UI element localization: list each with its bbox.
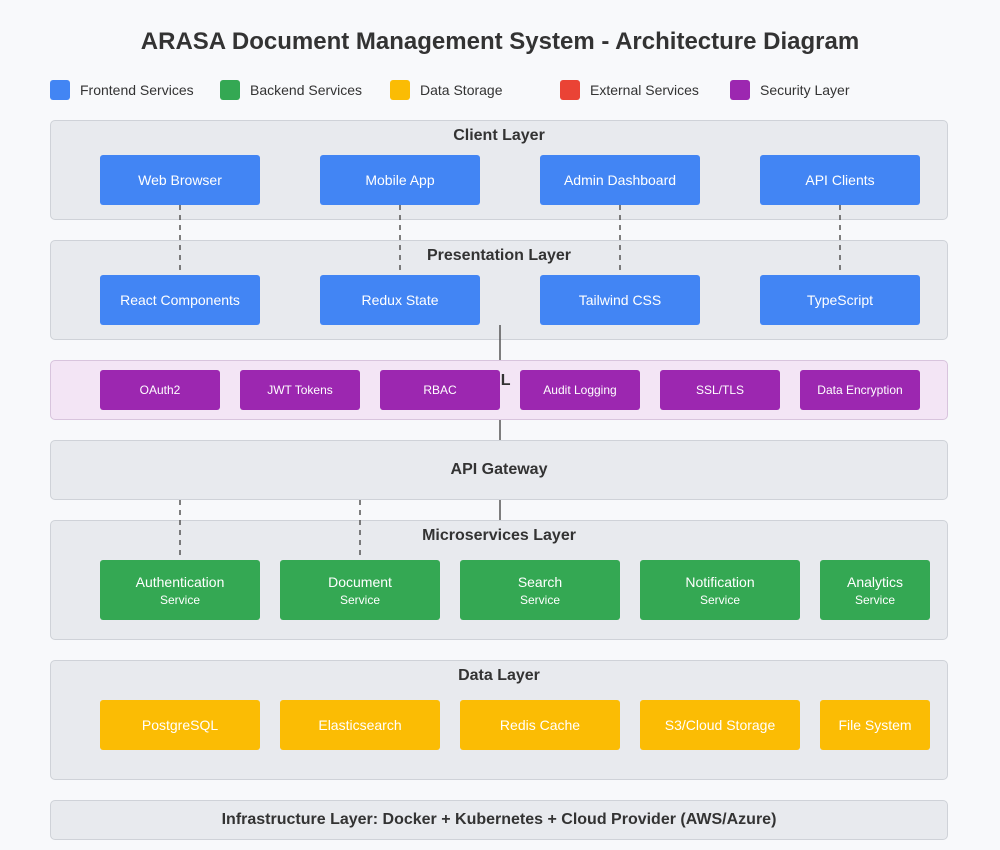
legend-swatch-frontend — [50, 80, 70, 100]
admin-dashboard-node: Admin Dashboard — [540, 155, 700, 205]
service-subtitle: Service — [339, 592, 380, 607]
jwt-tokens-node: JWT Tokens — [240, 370, 360, 410]
search-service-node: Search Service — [460, 560, 620, 620]
service-name: Analytics — [846, 573, 904, 590]
tailwind-css-node: Tailwind CSS — [540, 275, 700, 325]
redux-state-node: Redux State — [320, 275, 480, 325]
infrastructure-layer-title: Infrastructure Layer: Docker + Kubernete… — [221, 811, 777, 828]
rbac-node: RBAC — [380, 370, 500, 410]
diagram-title: ARASA Document Management System - Archi… — [140, 28, 860, 55]
legend-swatch-storage — [390, 80, 410, 100]
postgresql-node: PostgreSQL — [100, 700, 260, 750]
legend-label-backend: Backend Services — [250, 82, 363, 98]
legend-label-security: Security Layer — [760, 82, 850, 98]
legend-label-storage: Data Storage — [420, 82, 503, 98]
typescript-node: TypeScript — [760, 275, 920, 325]
infrastructure-layer: Infrastructure Layer: Docker + Kubernete… — [50, 800, 948, 840]
analytics-service-node: Analytics Service — [820, 560, 930, 620]
authentication-service-node: Authentication Service — [100, 560, 260, 620]
service-name: Notification — [685, 573, 755, 590]
oauth2-node: OAuth2 — [100, 370, 220, 410]
web-browser-node: Web Browser — [100, 155, 260, 205]
service-subtitle: Service — [699, 592, 740, 607]
service-subtitle: Service — [854, 592, 895, 607]
file-system-node: File System — [820, 700, 930, 750]
service-name: Search — [517, 573, 563, 590]
ssl-tls-node: SSL/TLS — [660, 370, 780, 410]
legend-label-frontend: Frontend Services — [80, 82, 194, 98]
legend-swatch-external — [560, 80, 580, 100]
document-service-node: Document Service — [280, 560, 440, 620]
service-subtitle: Service — [159, 592, 200, 607]
react-components-node: React Components — [100, 275, 260, 325]
redis-cache-node: Redis Cache — [460, 700, 620, 750]
elasticsearch-node: Elasticsearch — [280, 700, 440, 750]
service-name: Document — [328, 573, 392, 590]
data-encryption-node: Data Encryption — [800, 370, 920, 410]
legend-swatch-security — [730, 80, 750, 100]
client-layer-title: Client Layer — [453, 127, 545, 144]
api-gateway-layer: API Gateway — [50, 440, 948, 500]
presentation-layer-title: Presentation Layer — [426, 247, 572, 264]
s3-cloud-storage-node: S3/Cloud Storage — [640, 700, 800, 750]
audit-logging-node: Audit Logging — [520, 370, 640, 410]
service-name: Authentication — [135, 573, 225, 590]
api-clients-node: API Clients — [760, 155, 920, 205]
legend-swatch-backend — [220, 80, 240, 100]
api-gateway-title: API Gateway — [450, 461, 548, 478]
microservices-layer-title: Microservices Layer — [422, 527, 576, 544]
service-subtitle: Service — [519, 592, 560, 607]
mobile-app-node: Mobile App — [320, 155, 480, 205]
data-layer-title: Data Layer — [458, 667, 540, 684]
legend-label-external: External Services — [590, 82, 699, 98]
notification-service-node: Notification Service — [640, 560, 800, 620]
